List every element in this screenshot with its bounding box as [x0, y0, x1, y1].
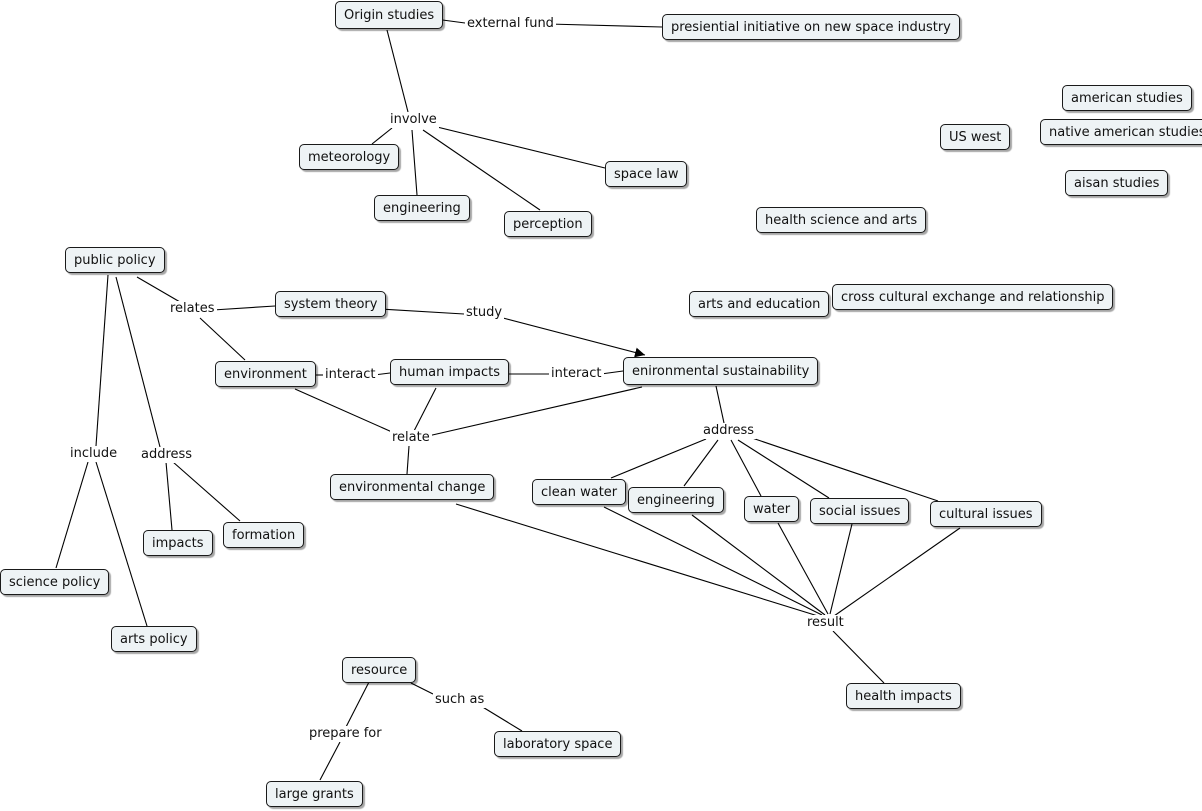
concept-system-theory[interactable]: system theory — [275, 291, 387, 317]
edge — [547, 23, 663, 28]
edge — [136, 276, 181, 303]
concept-origin-studies[interactable]: Origin studies — [335, 1, 444, 29]
edge — [172, 461, 241, 522]
edge — [730, 439, 762, 497]
edge — [199, 317, 246, 361]
edge — [413, 387, 437, 432]
edge — [95, 461, 148, 627]
edge — [737, 439, 830, 499]
edge — [410, 682, 434, 695]
concept-laboratory-space[interactable]: laboratory space — [494, 731, 622, 757]
concept-asian-studies[interactable]: aisan studies — [1065, 170, 1169, 196]
concept-social-issues[interactable]: social issues — [810, 498, 910, 524]
link-relate: relate — [390, 430, 432, 446]
edge — [427, 386, 643, 437]
concept-impacts[interactable]: impacts — [143, 530, 213, 556]
concept-clean-water[interactable]: clean water — [532, 479, 627, 505]
concept-science-policy[interactable]: science policy — [0, 569, 110, 595]
edge — [212, 305, 276, 311]
edge — [502, 317, 646, 358]
edge — [777, 522, 829, 615]
link-involve: involve — [388, 112, 439, 128]
edge — [422, 129, 541, 211]
link-address-left: address — [139, 447, 195, 463]
concept-engineering-top[interactable]: engineering — [374, 195, 470, 221]
edge — [603, 506, 823, 616]
concept-arts-education[interactable]: arts and education — [689, 291, 830, 317]
link-external-fund: external fund — [465, 16, 556, 32]
concept-presidential-initiative[interactable]: presiential initiative on new space indu… — [662, 14, 960, 40]
edge — [610, 438, 707, 479]
concept-environment[interactable]: environment — [215, 361, 316, 387]
concept-engineering-bottom[interactable]: engineering — [628, 487, 724, 513]
concept-health-impacts[interactable]: health impacts — [846, 683, 961, 709]
concept-human-impacts[interactable]: human impacts — [390, 359, 509, 385]
edge — [319, 741, 341, 781]
edge — [345, 681, 370, 728]
link-such-as: such as — [433, 692, 487, 708]
edge — [294, 388, 393, 433]
edge — [436, 126, 606, 169]
edge — [411, 129, 418, 196]
edge — [829, 523, 853, 615]
edge — [691, 514, 826, 616]
edge — [751, 437, 939, 502]
edge — [480, 705, 523, 732]
edge — [371, 127, 393, 145]
concept-space-law[interactable]: space law — [605, 161, 688, 187]
concept-us-west[interactable]: US west — [940, 124, 1011, 150]
edge — [683, 439, 719, 487]
concept-perception[interactable]: perception — [504, 211, 592, 237]
edge — [95, 274, 109, 447]
edge — [115, 276, 161, 448]
edge — [55, 461, 89, 569]
link-study: study — [464, 305, 505, 321]
concept-native-american-studies[interactable]: native american studies — [1040, 119, 1202, 145]
edge — [600, 370, 624, 375]
concept-health-science-arts[interactable]: health science and arts — [756, 207, 927, 233]
concept-cultural-issues[interactable]: cultural issues — [930, 501, 1042, 527]
link-interact-2: interact — [549, 366, 604, 382]
concept-large-grants[interactable]: large grants — [266, 781, 363, 807]
edge — [833, 527, 961, 617]
concept-meteorology[interactable]: meteorology — [299, 144, 400, 170]
edge — [455, 503, 819, 617]
edge — [386, 29, 409, 113]
concept-environmental-sustainability[interactable]: enironmental sustainability — [623, 357, 819, 385]
concept-arts-policy[interactable]: arts policy — [111, 626, 197, 652]
link-prepare-for: prepare for — [307, 726, 384, 742]
link-result: result — [805, 615, 846, 631]
concept-environmental-change[interactable]: environmental change — [330, 474, 495, 500]
link-relates: relates — [168, 301, 217, 317]
edge — [165, 461, 173, 531]
edge — [832, 630, 885, 684]
link-interact-1: interact — [323, 367, 378, 383]
edge — [379, 308, 465, 315]
link-address-right: address — [701, 423, 757, 439]
concept-american-studies[interactable]: american studies — [1062, 85, 1192, 111]
edge — [406, 445, 410, 475]
concept-water[interactable]: water — [744, 496, 800, 522]
link-include: include — [68, 446, 120, 462]
edge — [715, 385, 725, 424]
concept-formation[interactable]: formation — [223, 522, 305, 548]
concept-public-policy[interactable]: public policy — [65, 247, 165, 273]
concept-resource[interactable]: resource — [342, 657, 417, 683]
concept-cross-cultural[interactable]: cross cultural exchange and relationship — [832, 284, 1114, 310]
